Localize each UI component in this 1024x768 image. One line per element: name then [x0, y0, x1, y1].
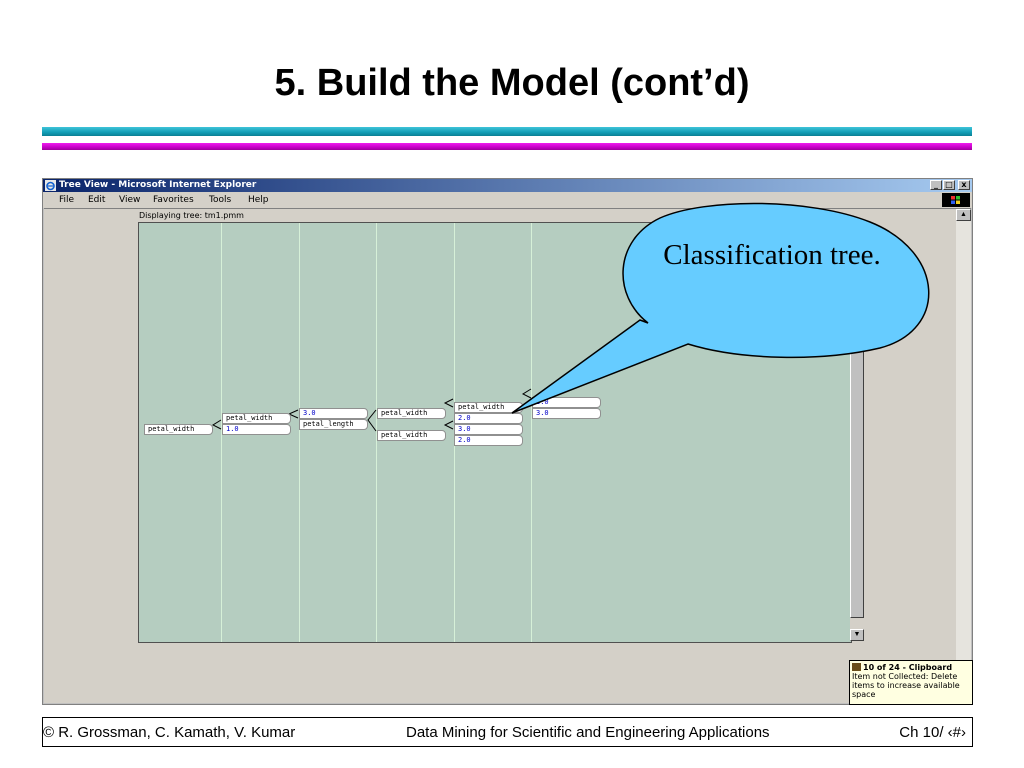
window-titlebar[interactable]: Tree View - Microsoft Internet Explorer …	[43, 179, 972, 192]
clipboard-message: Item not Collected: Delete items to incr…	[852, 672, 960, 699]
footer-page: Ch 10/ ‹#›	[899, 724, 966, 741]
tree-leaf[interactable]: 1.0	[222, 424, 291, 435]
slide-footer: © R. Grossman, C. Kamath, V. Kumar Data …	[42, 717, 973, 747]
tree-caption: Displaying tree: tm1.pmm	[139, 211, 244, 220]
close-button[interactable]: x	[958, 180, 970, 190]
tree-leaf[interactable]: 2.0	[454, 435, 523, 446]
footer-copyright: © R. Grossman, C. Kamath, V. Kumar	[43, 724, 296, 741]
tree-node[interactable]: petal_width	[454, 402, 523, 413]
menu-edit[interactable]: Edit	[88, 195, 106, 205]
tree-node[interactable]: petal_length	[299, 419, 368, 430]
page-content: Displaying tree: tm1.pmm petal_width pet…	[44, 208, 971, 704]
menu-help[interactable]: Help	[248, 195, 269, 205]
column-divider	[221, 223, 222, 642]
column-divider	[299, 223, 300, 642]
menu-tools[interactable]: Tools	[209, 195, 232, 205]
window-title: Tree View - Microsoft Internet Explorer	[59, 180, 257, 190]
restore-button[interactable]: □	[943, 180, 955, 190]
scroll-down-arrow-icon[interactable]: ▼	[850, 629, 864, 641]
slide-title: 5. Build the Model (cont’d)	[274, 62, 750, 104]
tree-canvas: petal_width petal_width 1.0 3.0 petal_le…	[138, 222, 852, 643]
menu-file[interactable]: File	[59, 195, 75, 205]
column-divider	[376, 223, 377, 642]
tree-node[interactable]: petal_width	[377, 430, 446, 441]
callout-text: Classification tree.	[663, 239, 881, 271]
magenta-divider	[42, 143, 972, 150]
tree-leaf[interactable]: 3.0	[454, 424, 523, 435]
tree-node[interactable]: petal_width	[377, 408, 446, 419]
cyan-divider	[42, 127, 972, 136]
scroll-up-arrow-icon[interactable]: ▲	[956, 209, 971, 221]
inner-scrollbar[interactable]: ▼	[850, 222, 864, 641]
ie-icon	[45, 180, 56, 191]
menu-favorites[interactable]: Favorites	[153, 195, 194, 205]
windows-logo-icon	[942, 193, 970, 207]
clipboard-header: 10 of 24 - Clipboard	[863, 663, 953, 672]
tree-node[interactable]: petal_width	[144, 424, 213, 435]
scroll-thumb[interactable]	[850, 312, 864, 618]
menu-view[interactable]: View	[119, 195, 141, 205]
column-divider	[531, 223, 532, 642]
clipboard-toast[interactable]: 10 of 24 - Clipboard Item not Collected:…	[849, 660, 973, 705]
tree-node[interactable]: petal_width	[222, 413, 291, 424]
footer-course: Data Mining for Scientific and Engineeri…	[406, 724, 770, 741]
menu-bar: File Edit View Favorites Tools Help	[43, 192, 972, 208]
tree-leaf[interactable]: 3.0	[532, 408, 601, 419]
clipboard-icon	[852, 663, 861, 671]
tree-leaf[interactable]: 2.0	[532, 397, 601, 408]
tree-leaf[interactable]: 3.0	[299, 408, 368, 419]
page-scrollbar[interactable]: ▲	[956, 209, 971, 704]
tree-leaf[interactable]: 2.0	[454, 413, 523, 424]
minimize-button[interactable]: _	[930, 180, 942, 190]
